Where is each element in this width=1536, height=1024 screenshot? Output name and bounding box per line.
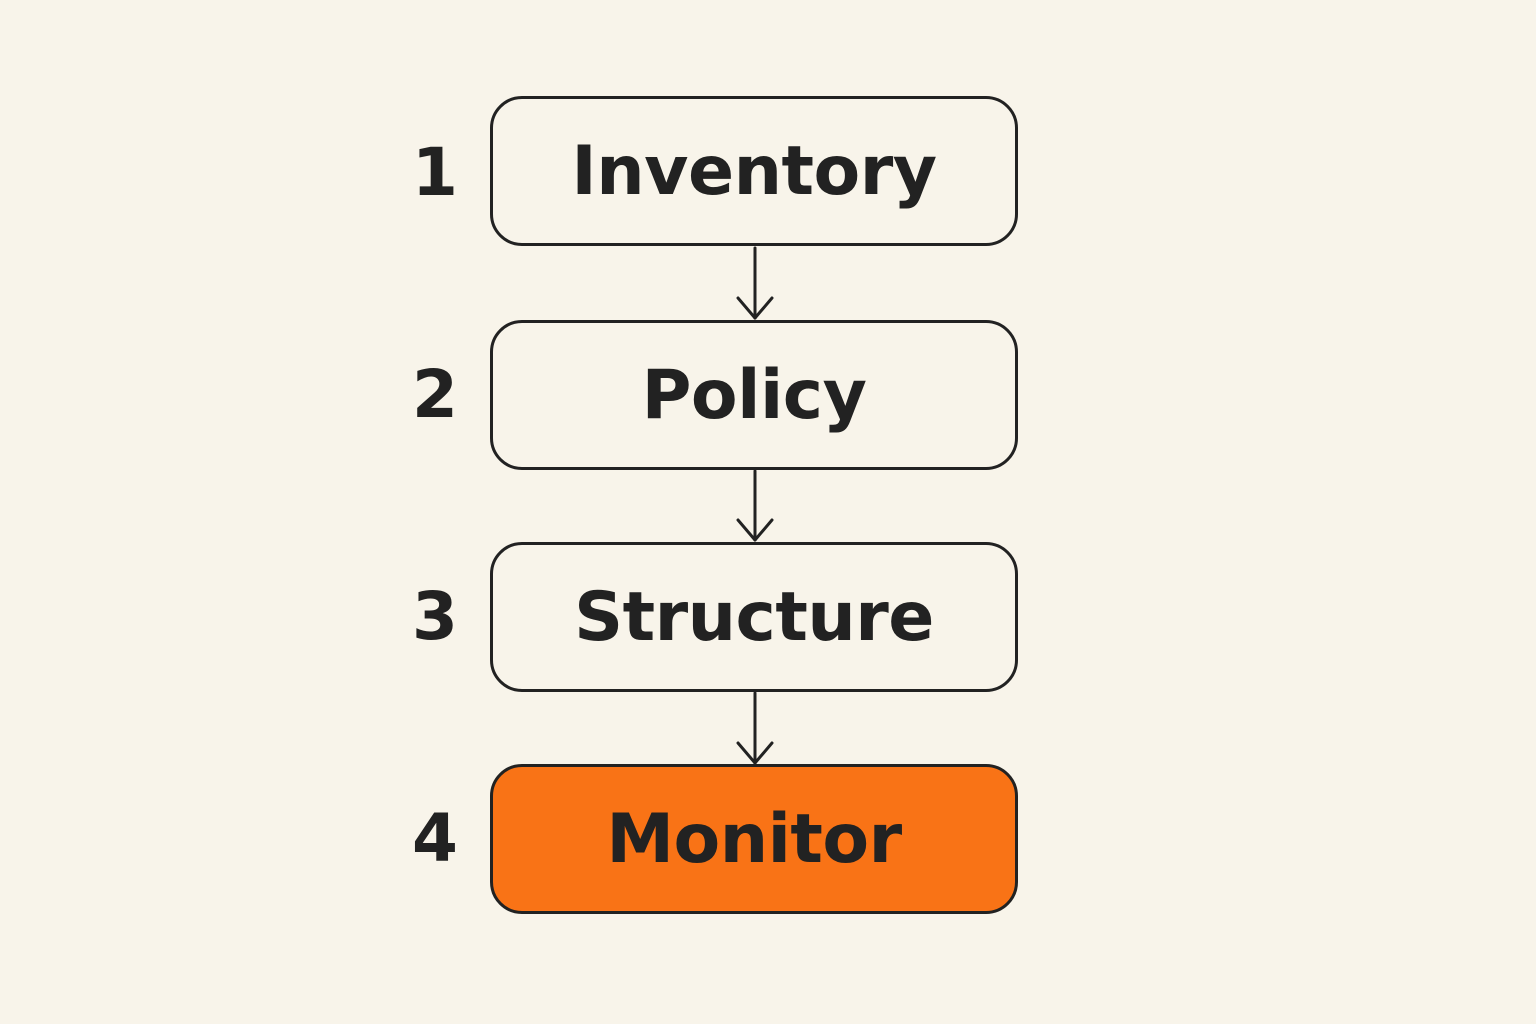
arrow-3-to-4 [736, 691, 774, 765]
step-label-monitor: Monitor [606, 799, 902, 879]
step-box-monitor: Monitor [490, 764, 1018, 914]
step-box-policy: Policy [490, 320, 1018, 470]
step-label-inventory: Inventory [571, 131, 937, 211]
step-number-1: 1 [412, 134, 458, 211]
step-box-structure: Structure [490, 542, 1018, 692]
step-label-structure: Structure [574, 577, 934, 657]
step-number-3: 3 [412, 578, 458, 655]
arrow-2-to-3 [736, 469, 774, 542]
step-box-inventory: Inventory [490, 96, 1018, 246]
arrow-1-to-2 [736, 246, 774, 320]
step-number-4: 4 [412, 800, 458, 877]
step-number-2: 2 [412, 356, 458, 433]
step-label-policy: Policy [641, 355, 867, 435]
